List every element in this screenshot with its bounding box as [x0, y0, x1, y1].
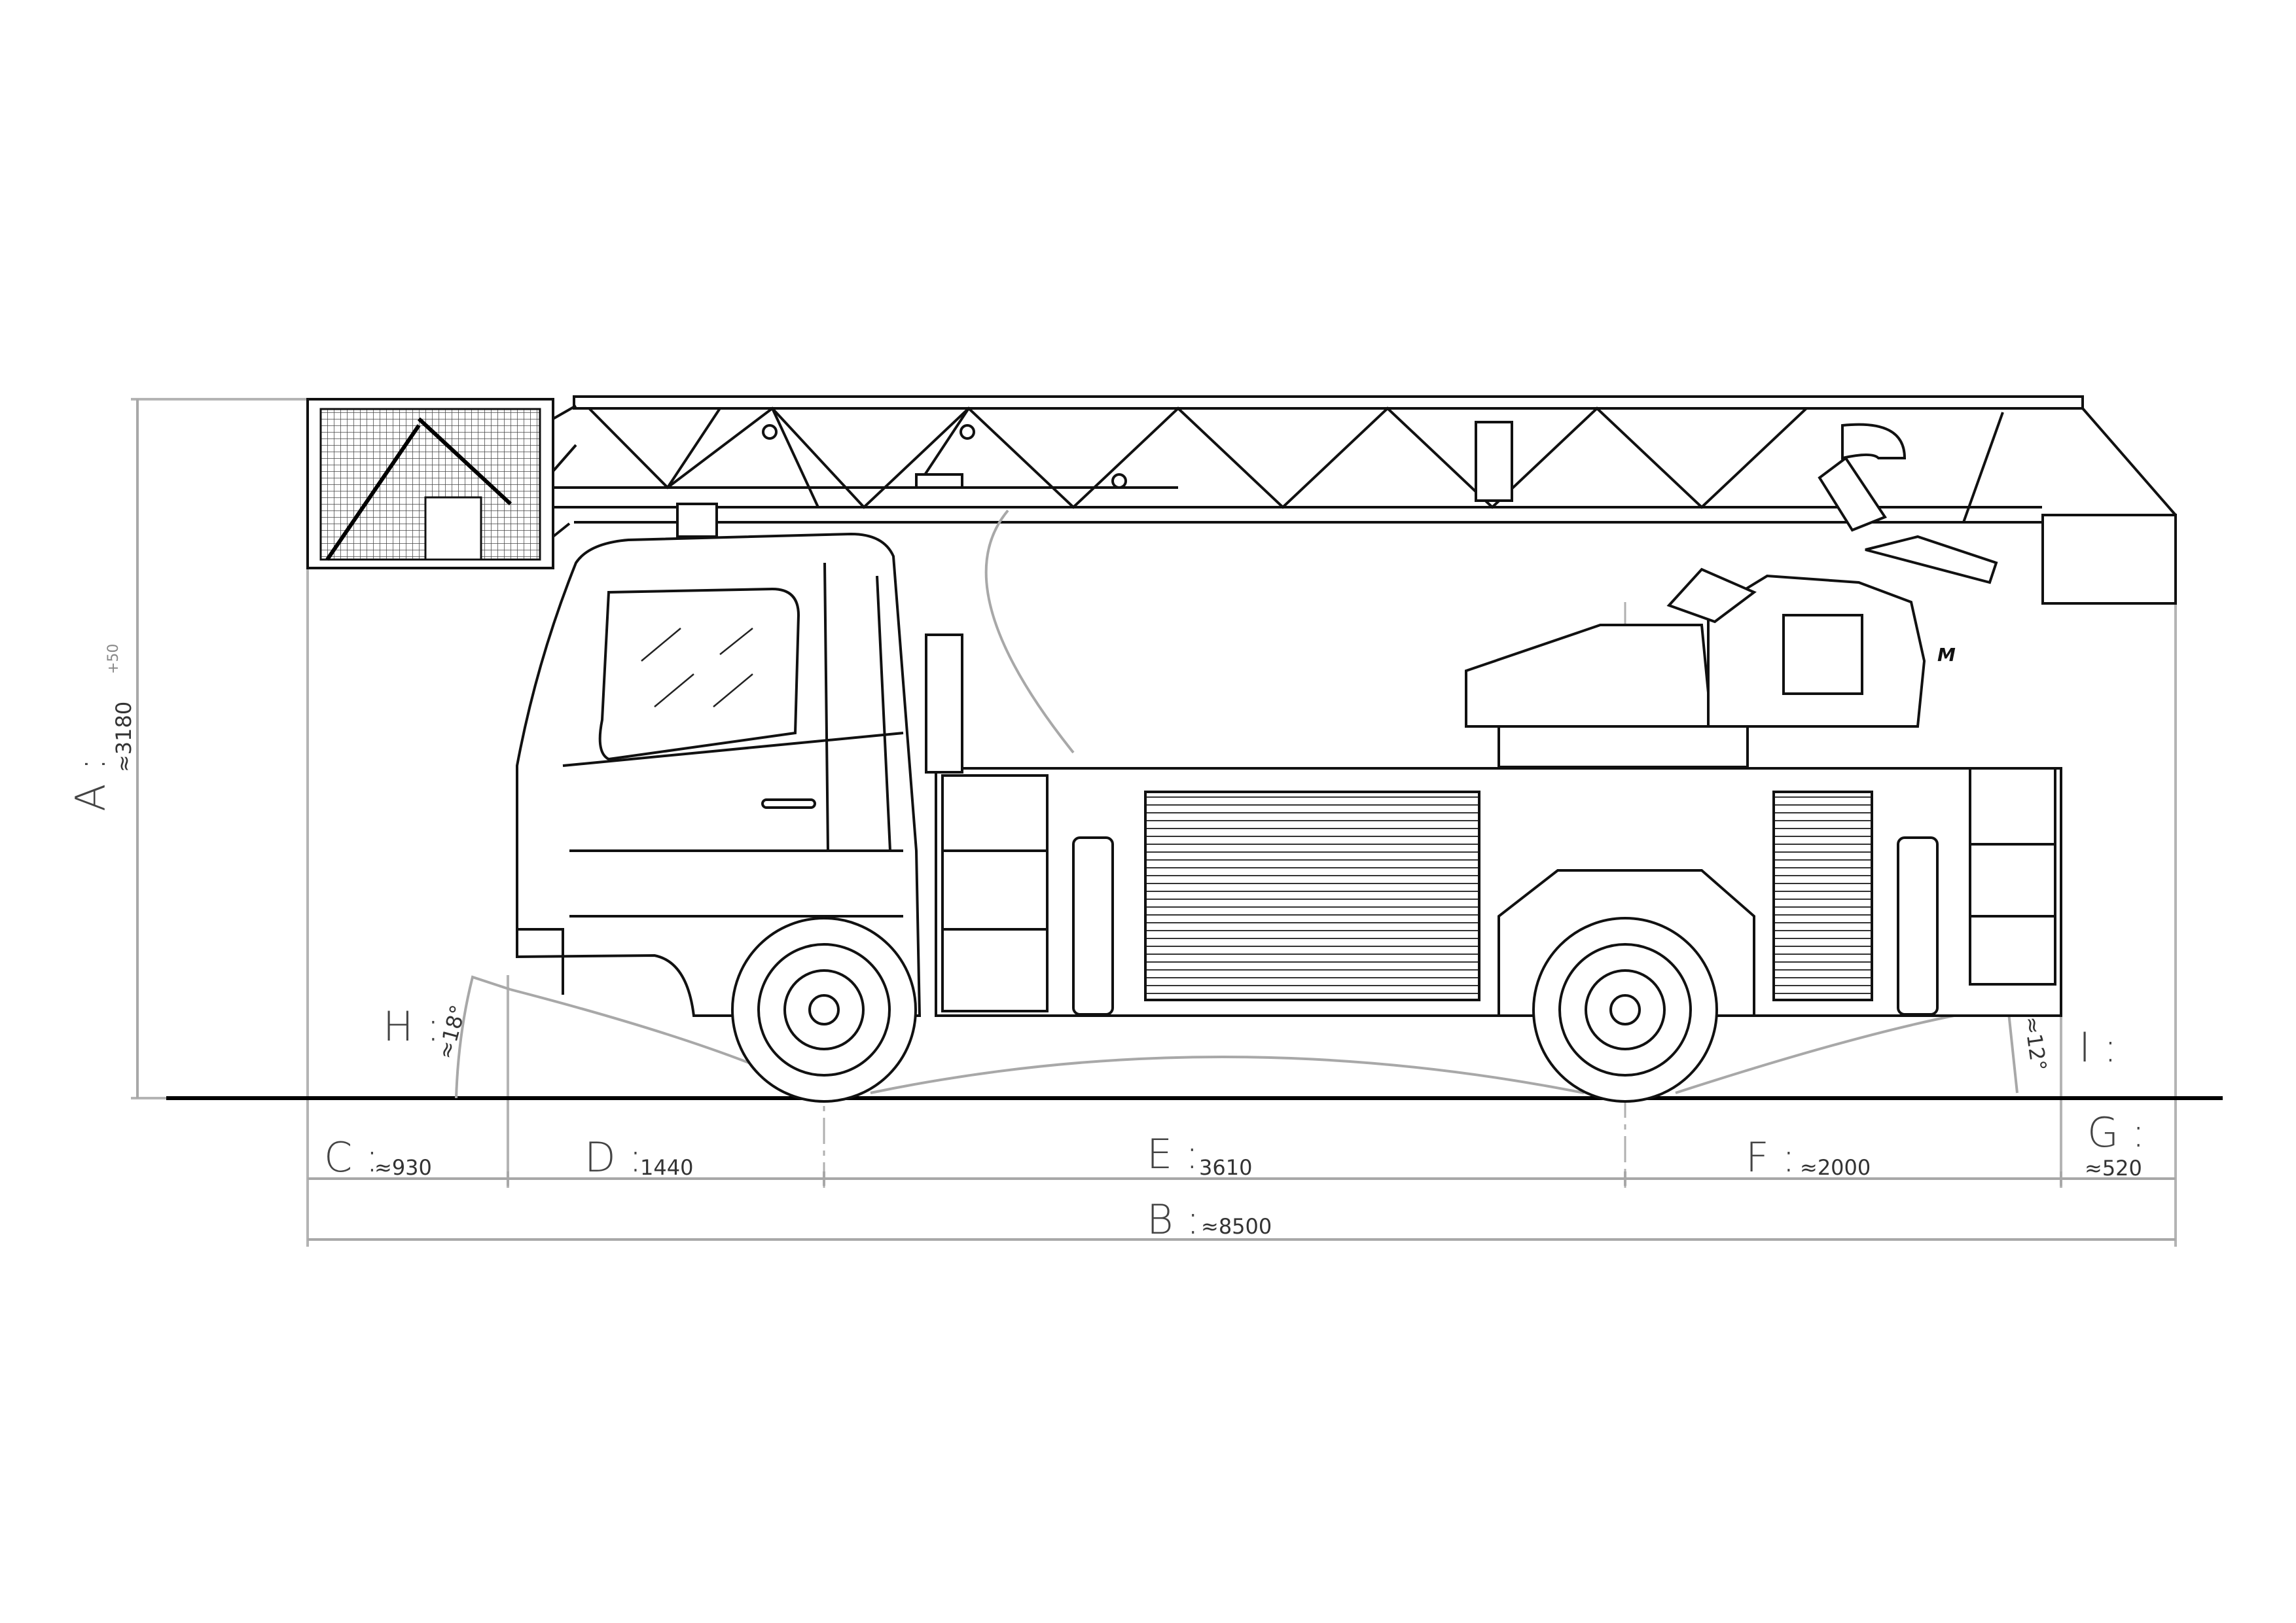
dimension-a-value: ≈3180	[111, 702, 136, 772]
svg-text:Ⅿ: Ⅿ	[1937, 644, 1956, 666]
dimension-a-label: A :	[67, 757, 115, 812]
turntable: Ⅿ	[1465, 456, 2177, 768]
dimension-d-label: D :	[584, 1133, 642, 1181]
dimension-chain: C : ≈930 D : 1440 E : 3610 F : ≈2000 G :…	[308, 1109, 2176, 1186]
dimension-b: B : ≈8500	[308, 1196, 2176, 1243]
dimension-h-label: H :	[383, 1003, 440, 1050]
dimension-e-label: E :	[1147, 1130, 1199, 1178]
dimension-e-value: 3610	[1199, 1155, 1252, 1180]
departure-angle: ≈12° I :	[870, 1005, 2117, 1094]
dimension-i-value: ≈12°	[2019, 1015, 2051, 1073]
dimension-f-value: ≈2000	[1800, 1155, 1871, 1180]
dimension-a: A : ≈3180 +50	[67, 399, 139, 1098]
dimension-c-label: C :	[324, 1133, 379, 1181]
dimension-d-value: 1440	[640, 1155, 693, 1180]
dimension-a-tolerance: +50	[105, 644, 122, 674]
front-wheel	[731, 917, 917, 1103]
dimension-c-value: ≈930	[374, 1155, 432, 1180]
cab	[516, 503, 922, 1017]
dimension-b-label: B :	[1147, 1196, 1200, 1243]
ladder-set	[497, 395, 2177, 524]
dimension-b-value: ≈8500	[1201, 1214, 1272, 1239]
body	[915, 473, 2062, 1017]
rescue-basket	[306, 398, 577, 569]
dimension-f-label: F :	[1746, 1133, 1795, 1181]
dimension-i-label: I :	[2079, 1024, 2117, 1071]
dimension-g-label: G :	[2087, 1109, 2145, 1156]
rear-wheel	[1532, 917, 1718, 1103]
dimension-g-value: ≈520	[2085, 1156, 2142, 1181]
